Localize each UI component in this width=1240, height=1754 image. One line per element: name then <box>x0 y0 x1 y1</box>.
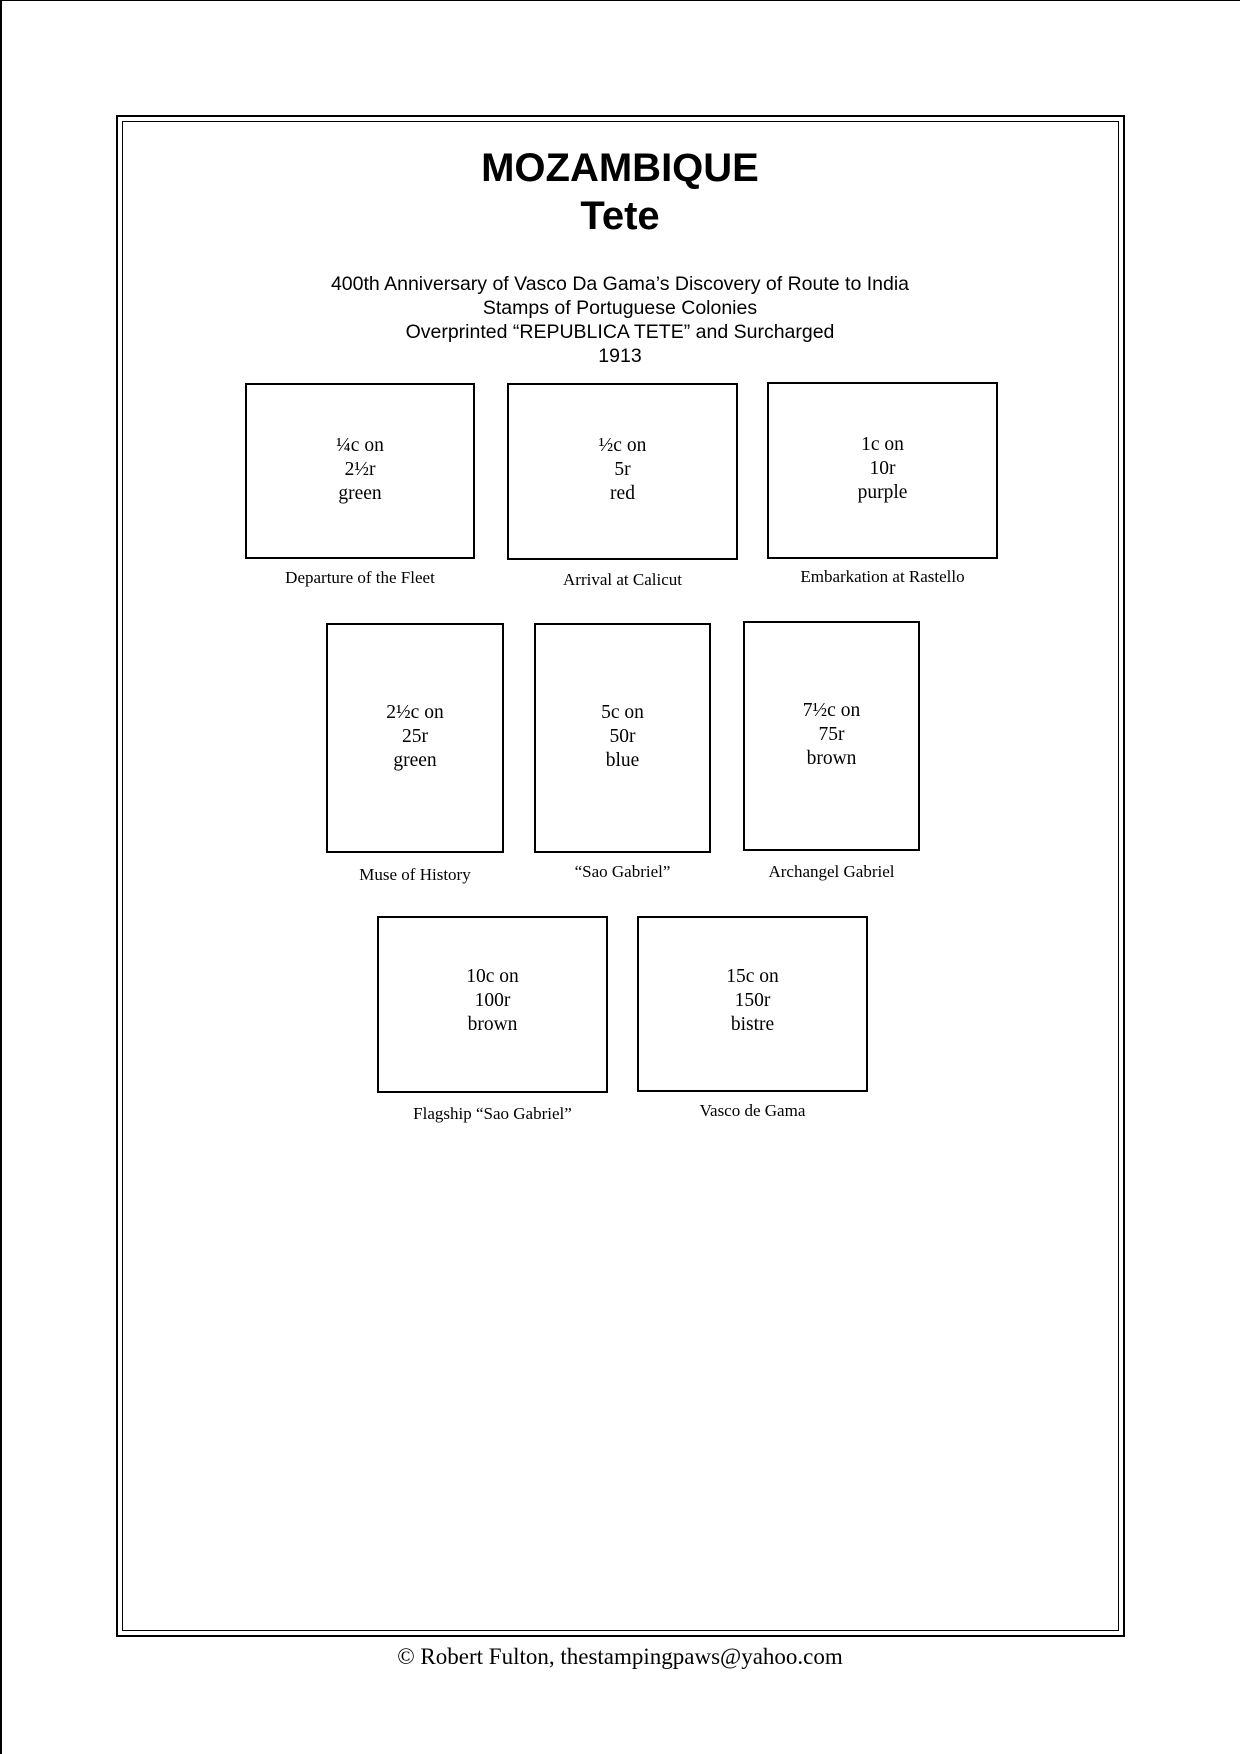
stamp-caption: Embarkation at Rastello <box>800 567 965 586</box>
stamp-denomination: 5c on 50r blue <box>536 701 709 773</box>
stamp-denomination: ½c on 5r red <box>509 434 736 506</box>
stamp-surcharge: 10c on <box>466 966 519 987</box>
stamp-caption: Arrival at Calicut <box>563 570 682 589</box>
issue-year: 1913 <box>598 345 642 367</box>
stamp-color: brown <box>806 748 857 769</box>
page-edge-left <box>0 0 2 1754</box>
stamp-color: green <box>393 750 437 771</box>
stamp-space: ¼c on 2½r green <box>245 383 475 559</box>
stamp-original-value: 10r <box>869 458 896 479</box>
stamp-denomination: 2½c on 25r green <box>328 701 502 773</box>
stamp-space: 2½c on 25r green <box>326 623 504 853</box>
stamp-surcharge: 7½c on <box>802 700 861 721</box>
stamp-caption: “Sao Gabriel” <box>574 862 671 881</box>
stamp-space: 5c on 50r blue <box>534 623 711 853</box>
stamp-original-value: 75r <box>818 724 845 745</box>
page-border-outer <box>116 115 1125 1637</box>
issue-description-line-3: Overprinted “REPUBLICA TETE” and Surchar… <box>405 321 835 343</box>
stamp-surcharge: ½c on <box>598 435 647 456</box>
stamp-original-value: 2½r <box>344 459 376 480</box>
stamp-space: ½c on 5r red <box>507 383 738 560</box>
stamp-surcharge: 15c on <box>726 966 779 987</box>
page-edge-top <box>0 0 1240 1</box>
stamp-original-value: 25r <box>402 726 428 747</box>
stamp-surcharge: 2½c on <box>386 702 444 723</box>
stamp-color: purple <box>857 482 908 503</box>
stamp-denomination: 15c on 150r bistre <box>639 965 866 1037</box>
stamp-surcharge: 1c on <box>861 434 904 455</box>
stamp-caption: Muse of History <box>359 865 471 884</box>
stamp-space: 10c on 100r brown <box>377 916 608 1093</box>
stamp-caption: Archangel Gabriel <box>768 862 895 881</box>
copyright-footer: © Robert Fulton, thestampingpaws@yahoo.c… <box>397 1644 843 1669</box>
issue-description-line-1: 400th Anniversary of Vasco Da Gama’s Dis… <box>330 273 910 295</box>
issue-description-line-2: Stamps of Portuguese Colonies <box>482 297 758 319</box>
stamp-original-value: 50r <box>609 726 636 747</box>
stamp-space: 15c on 150r bistre <box>637 916 868 1092</box>
stamp-color: bistre <box>730 1014 775 1035</box>
stamp-denomination: 7½c on 75r brown <box>745 699 918 771</box>
stamp-caption: Vasco de Gama <box>699 1101 806 1120</box>
stamp-space: 7½c on 75r brown <box>743 621 920 851</box>
stamp-denomination: ¼c on 2½r green <box>247 434 473 506</box>
page-border-inner <box>122 121 1119 1631</box>
stamp-color: red <box>610 483 635 504</box>
page-title: MOZAMBIQUE <box>481 146 759 190</box>
stamp-caption: Flagship “Sao Gabriel” <box>413 1104 572 1123</box>
stamp-color: blue <box>605 750 640 771</box>
stamp-color: brown <box>467 1014 518 1035</box>
stamp-denomination: 10c on 100r brown <box>379 965 606 1037</box>
stamp-original-value: 5r <box>614 459 631 480</box>
stamp-original-value: 100r <box>474 990 511 1011</box>
stamp-color: green <box>338 483 382 504</box>
stamp-space: 1c on 10r purple <box>767 382 998 559</box>
stamp-surcharge: ¼c on <box>336 435 384 456</box>
stamp-original-value: 150r <box>734 990 771 1011</box>
stamp-denomination: 1c on 10r purple <box>769 433 996 505</box>
page-subtitle: Tete <box>580 194 660 238</box>
stamp-caption: Departure of the Fleet <box>285 568 435 587</box>
stamp-surcharge: 5c on <box>601 702 644 723</box>
